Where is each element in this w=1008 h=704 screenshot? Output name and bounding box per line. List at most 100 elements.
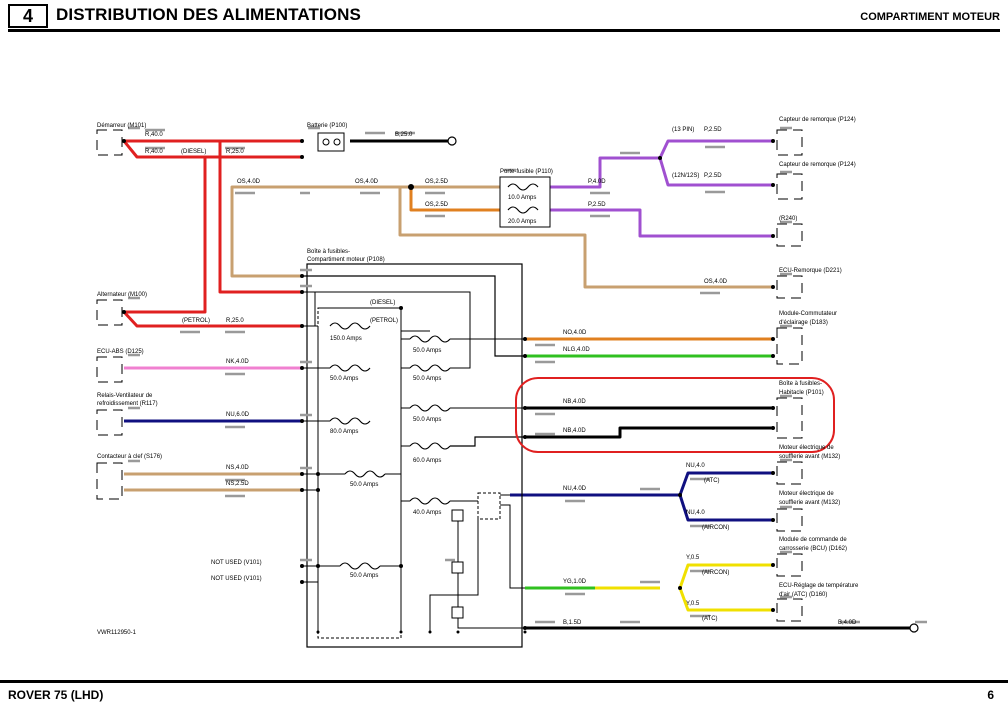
fuse-label-50a: 50.0 Amps [330,376,358,382]
ground-b4 [909,623,919,633]
wire-label-p25-c: P,2.5D [588,202,606,208]
wire-y05-atc [678,587,773,612]
wire-label-aircon-2: (AIRCON) [702,570,729,576]
wire-label-nk4: NK,4.0D [226,359,249,365]
wire-os-fusebox [230,185,500,278]
wire-label-y05-a: Y,0.5 [686,555,700,561]
wire-label-ns25: NS,2.5D [226,481,249,487]
label-battery: Batterie (P100) [307,123,347,129]
label-cooling-1: Relais-Ventilateur de [97,393,153,399]
connector-blower2 [776,508,803,532]
fuse-label-50b: 50.0 Amps [413,348,441,354]
label-fuse-holder: Porte-fusible (P110) [500,169,553,175]
connector-atc [776,598,803,622]
wire-label-nb4-a: NB,4.0D [563,399,586,405]
labels: Démarreur (M101) Batterie (P100) Porte-f… [97,117,859,636]
wire-p25-13pin [658,139,773,159]
label-cab-fusebox-2: Habitacle (P101) [779,390,824,396]
fusebox-outline [306,263,523,648]
fuse-50d [409,404,451,412]
fuse-40 [409,497,451,505]
wires [122,139,910,630]
wire-label-p4-a: P,4.0D [588,179,606,185]
fuse-label-150: 150.0 Amps [330,336,362,342]
connector-trailer2 [776,173,803,200]
wire-label-aircon-1: (AIRCON) [702,525,729,531]
wire-p25-12n [658,157,773,187]
label-bcu-1: Module de commande de [779,537,847,543]
highlight-annotation [515,377,835,453]
label-lighting-1: Module-Commutateur [779,311,837,317]
label-atc-1: ECU-Réglage de température [779,583,859,589]
label-engine-fusebox-1: Boîte à fusibles- [307,249,350,255]
fuse-50e [344,470,386,478]
wire-p4 [550,156,660,189]
wire-label-os4-a: OS,4.0D [237,179,261,185]
wire-label-b15: B,1.5D [563,620,582,626]
wire-p25-r240 [550,208,773,238]
wire-os-20amp [409,187,500,212]
wire-label-petrol-2: (PETROL) [370,318,398,324]
connector-lighting [776,327,803,365]
connector-abs [96,356,123,383]
wire-label-os25-b: OS,2.5D [425,202,449,208]
fuse-label-60: 60.0 Amps [413,458,441,464]
wire-label-nu4-a: NU,4.0 [686,463,705,469]
wire-label-atc-1: (ATC) [704,478,720,484]
fuse-label-10: 10.0 Amps [508,195,536,201]
wire-battery-fusebox [218,139,302,294]
fuse-label-20: 20.0 Amps [508,219,536,225]
wire-label-diesel-2: (DIESEL) [370,300,395,306]
fuse-label-80: 80.0 Amps [330,429,358,435]
fuse-60 [409,442,451,450]
label-engine-fusebox-2: Compartiment moteur (P108) [307,257,385,263]
connector-dashes [128,126,927,624]
fuse-50f [339,562,381,570]
fuse-label-50c: 50.0 Amps [413,376,441,382]
page-title: DISTRIBUTION DES ALIMENTATIONS [56,5,361,24]
wire-label-diesel-1: (DIESEL) [181,149,206,155]
label-cooling-2: refroidissement (R117) [97,401,158,407]
wire-label-nu4-c: NU,4.0 [686,510,705,516]
section-number: 4 [8,4,48,28]
fusebox-inner [317,307,402,639]
fuse-holder-box [499,176,551,228]
wire-alternator-battery [124,155,302,314]
footer-model: ROVER 75 (LHD) [8,688,104,702]
label-ignition: Contacteur à clef (S176) [97,454,162,460]
fuse-label-50d: 50.0 Amps [413,417,441,423]
connector-ignition [96,462,123,500]
wire-label-p25-b: P,2.5D [704,173,722,179]
wire-label-p25-a: P,2.5D [704,127,722,133]
fuse-label-40: 40.0 Amps [413,510,441,516]
wire-label-os4-b: OS,4.0D [355,179,379,185]
wire-y05-aircon [678,563,773,589]
label-blower1-2: soufflerie avant (M132) [779,454,840,460]
ground-symbols [447,136,919,633]
connector-cab-fusebox [776,397,803,439]
label-starter: Démarreur (M101) [97,123,146,129]
fuse-label-50e: 50.0 Amps [350,482,378,488]
wire-label-atc-2: (ATC) [702,616,718,622]
fuse-50a [329,364,371,372]
label-lighting-2: d'éclairage (D183) [779,320,828,326]
label-trailer-sensor-2: Capteur de remorque (P124) [779,162,856,168]
wire-nb4-b [525,426,773,439]
connector-trailer1 [776,129,803,156]
wire-label-pin13: (13 PIN) [672,127,694,133]
wire-label-os25-a: OS,2.5D [425,179,449,185]
label-ref-code: VWR112950-1 [97,630,137,636]
fuse-20 [507,206,539,214]
label-alternator: Alternateur (M100) [97,292,147,298]
wire-label-nu6: NU,6.0D [226,412,250,418]
battery-symbol [317,132,345,152]
page-number: 6 [987,688,994,702]
fuse-50b [409,335,451,343]
fuse-80 [329,417,371,425]
label-trailer-sensor-1: Capteur de remorque (P124) [779,117,856,123]
label-trailer-ecu: ECU-Remorque (D221) [779,268,842,274]
wire-alternator-fusebox [122,310,302,328]
connector-bcu [776,553,803,577]
connector-starter [96,129,123,156]
